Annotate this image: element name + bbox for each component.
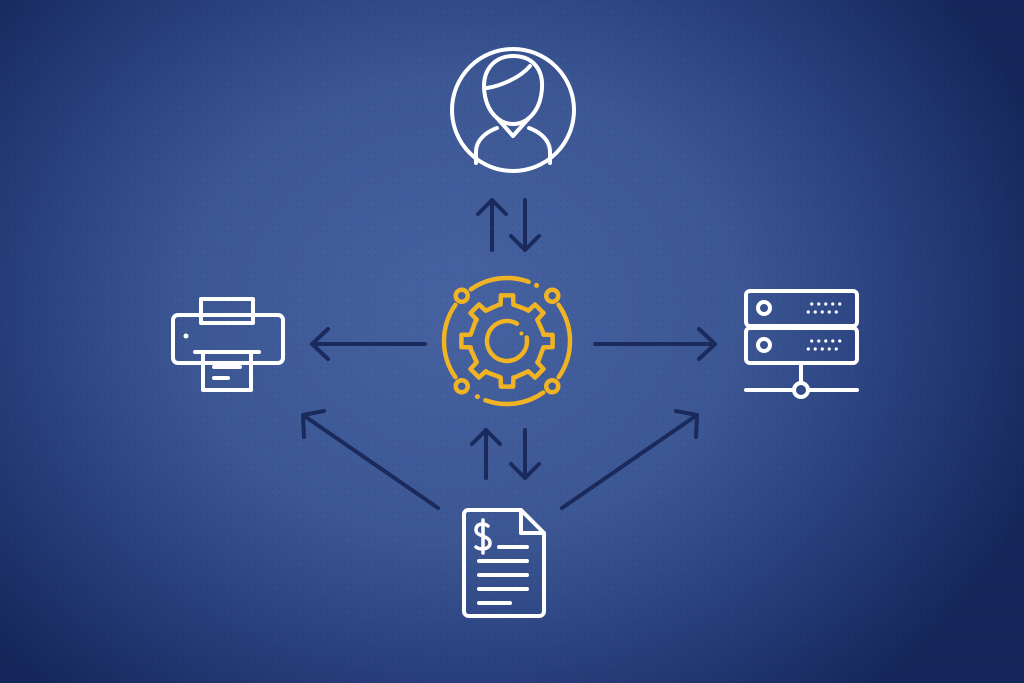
server-indicator-dot (824, 339, 828, 343)
server-indicator-dot (838, 302, 842, 306)
server-indicator-dot (820, 347, 824, 351)
orbit-arc (556, 302, 573, 380)
arrow-hub-to-invoice (470, 428, 541, 480)
orbit-arc (483, 390, 546, 407)
server-indicator-dot (834, 310, 838, 314)
orbit-arc (468, 275, 531, 292)
server-indicator-dot (827, 347, 831, 351)
arrow-invoice-to-printer (301, 409, 440, 510)
server-indicator-dot (810, 339, 814, 343)
gear-outline (459, 293, 555, 389)
arrow-invoice-to-server (560, 409, 699, 510)
invoice-document-icon (462, 508, 546, 618)
server-indicator-dot (824, 302, 828, 306)
server-indicator-dot (810, 302, 814, 306)
orbit-dot (474, 394, 480, 400)
user-icon (450, 47, 576, 173)
arrow-hub-to-server (593, 327, 717, 361)
gear-dot (519, 331, 524, 336)
server-indicator-dot (831, 302, 835, 306)
server-indicator-dot (813, 310, 817, 314)
orbit-node (544, 378, 561, 395)
orbit-dot (534, 282, 540, 288)
server-indicator-dot (806, 310, 810, 314)
orbit-node (453, 378, 470, 395)
orbit-arc (441, 302, 458, 380)
server-indicator-dot (820, 310, 824, 314)
server-indicator-dot (838, 339, 842, 343)
arrow-hub-to-user (476, 198, 541, 252)
orbit-node (453, 287, 470, 304)
orbit-node (544, 287, 561, 304)
printer-icon (171, 297, 285, 392)
server-indicator-dot (834, 347, 838, 351)
server-indicator-dot (827, 310, 831, 314)
gear-inner-ring (484, 318, 530, 364)
server-indicator-dot (817, 339, 821, 343)
gear-icon (441, 275, 573, 407)
server-indicator-dot (813, 347, 817, 351)
server-indicator-dot (817, 302, 821, 306)
arrow-hub-to-printer (310, 327, 427, 361)
server-indicator-dot (806, 347, 810, 351)
server-indicator-dot (831, 339, 835, 343)
server-icon (744, 289, 859, 399)
